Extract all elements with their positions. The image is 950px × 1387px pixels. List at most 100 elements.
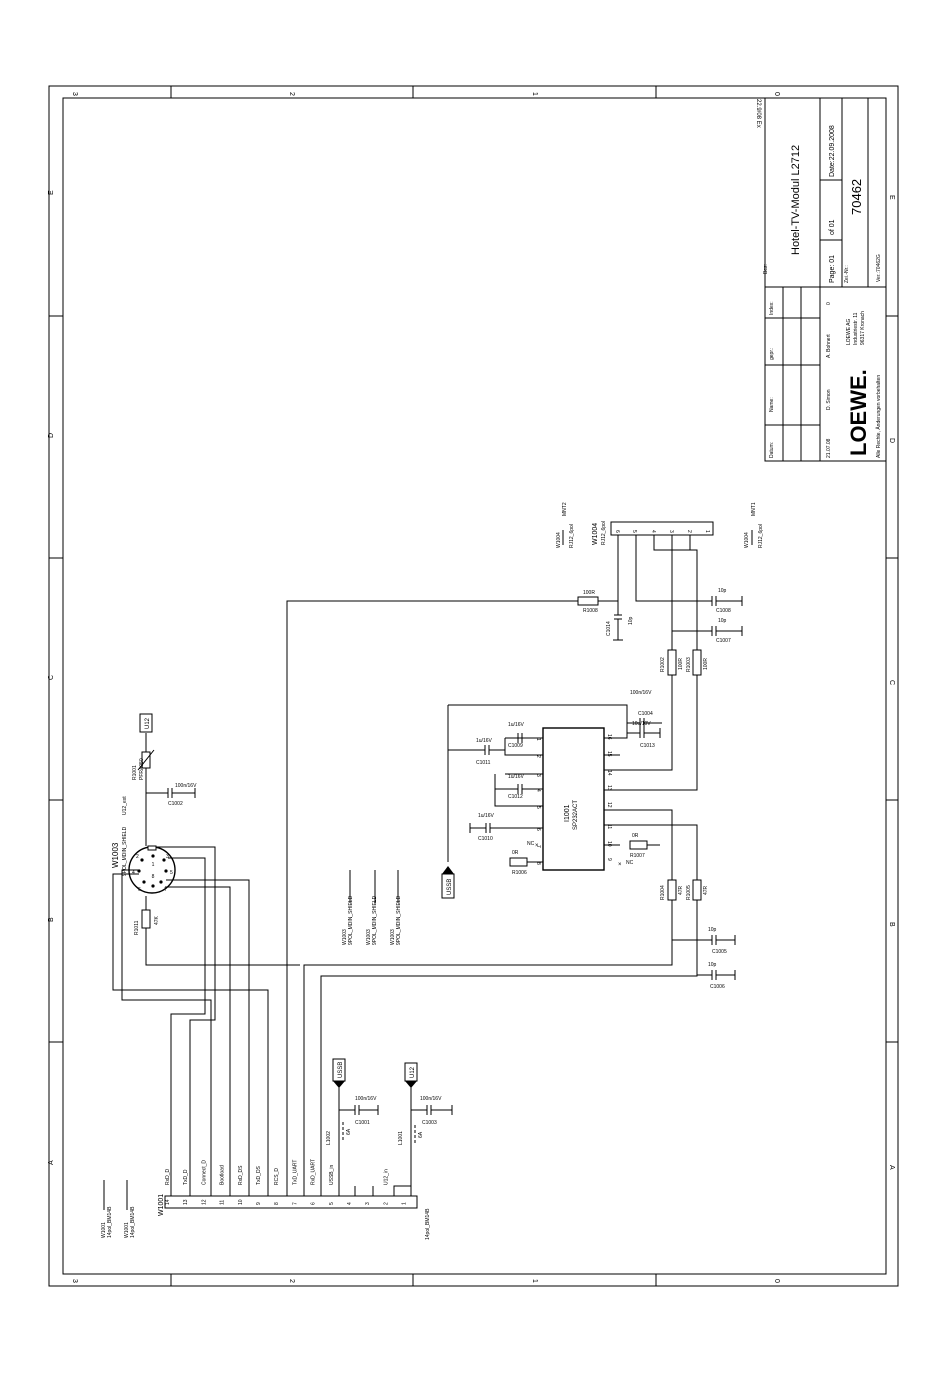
version: Ver.:70462G [876, 254, 882, 282]
r1005-value: 47R [703, 885, 709, 895]
company-city: 96317 Kronach [860, 311, 866, 345]
c1012-ref: C1012 [508, 794, 523, 800]
w1001-ref-1: W1001 [101, 1222, 107, 1238]
power-flags: U12 U12_ext USSB U12 USSB [122, 713, 455, 1088]
ic-pin-right: 16 [606, 734, 612, 740]
c1012-value: 1u/16V [508, 774, 525, 780]
l1001-ref: L1001 [398, 1131, 404, 1145]
connector-w1001: W1001 14pol_BM14B 14RxD_D13TxD_D12Connec… [158, 1159, 431, 1240]
w1001-pin-label: Connect_D [201, 1160, 207, 1185]
w1001-pin-number: 14 [165, 1199, 171, 1205]
ic-part: SP232ACT [573, 800, 579, 830]
drawing-number: 70462 [849, 179, 864, 215]
col-label: 1 [531, 92, 538, 96]
row-label: A [888, 1165, 895, 1170]
ic-pin-left: 6 [535, 828, 541, 831]
r1001-ref: R1001 [132, 765, 138, 780]
w1001-ref: W1001 [158, 1194, 165, 1216]
ic-pin-left: 8 [535, 862, 541, 865]
r1004-value: 47R [678, 885, 684, 895]
c1006-value: 10p [708, 962, 717, 968]
loewe-logo: LOEWE. [846, 369, 871, 456]
c1007-value: 10p [718, 618, 727, 624]
row-label: D [888, 438, 895, 443]
r1006-value: 0R [512, 850, 519, 856]
c1014-value: 10p [628, 616, 634, 625]
row-label: E [888, 195, 895, 200]
w1004-pin: 4 [650, 530, 656, 533]
w1003-ref-c: W1003 [390, 929, 396, 945]
u12-flag-top: U12 [145, 717, 151, 729]
c1009-ref: C1009 [508, 743, 523, 749]
w1001-pin-number: 8 [274, 1202, 280, 1205]
w1004-type: RJ12_6pol [601, 521, 607, 545]
row-label: B [888, 922, 895, 927]
w1001-ref-symbols: W1001 14pol_BM14B W1001 14pol_BM14B [101, 1180, 136, 1238]
c1003-value: 100n/16V [420, 1096, 442, 1102]
w1003-ref-a: W1003 [342, 929, 348, 945]
l1002-value: 6A [346, 1128, 352, 1135]
nc-x: × [618, 862, 622, 868]
w1001-pin-number: 4 [347, 1202, 353, 1205]
r1011-ref: R1011 [134, 920, 140, 935]
wires [112, 535, 712, 1196]
r1007-ref: R1007 [630, 853, 645, 859]
passives: R1001 PFRA050 100n/16V C1002 R1011 47K L… [132, 588, 743, 1145]
w1001-pin-label: USSB_in [329, 1164, 335, 1185]
r1005-ref: R1005 [686, 885, 692, 900]
ic-pin-right: 11 [606, 824, 612, 829]
w1001-pin-label: RxD_D [165, 1168, 171, 1185]
row-label: B [48, 917, 55, 922]
w1001-pin-label: TxD_D [183, 1169, 189, 1185]
w1001-pin-number: 3 [365, 1202, 371, 1205]
w1004-ref-symbols: W1004 MNT2 RJ12_6pol W1004 MNT1 RJ12_6po… [556, 502, 764, 548]
w1004-mnt1-type: RJ12_6pol [758, 524, 764, 548]
nc-marker: NC [626, 860, 634, 866]
l1001-value: 6A [418, 1131, 424, 1138]
w1003-ref-symbols: W1003 9POL_MDIN_SHIELD W1003 9POL_MDIN_S… [342, 870, 402, 945]
index-value: 0 [826, 302, 832, 305]
c1011-ref: C1011 [476, 760, 491, 766]
c1001-value: 100n/16V [355, 1096, 377, 1102]
c1002-value: 100n/16V [175, 783, 197, 789]
title-block [764, 97, 887, 462]
c1005-value: 10p [708, 927, 717, 933]
w1003-pin: 7 [164, 887, 167, 893]
w1004-pin: 1 [704, 530, 710, 533]
c1004-value: 100n/16V [630, 690, 652, 696]
ic-pin-left: 5 [535, 806, 541, 809]
r1001-value: PFRA050 [139, 758, 145, 780]
w1004-mnt2-type: RJ12_6pol [569, 524, 575, 548]
w1003-ref-a-type: 9POL_MDIN_SHIELD [348, 895, 354, 945]
u12-flag: U12 [410, 1066, 416, 1078]
c1008-ref: C1008 [716, 608, 731, 614]
row-label: E [48, 190, 55, 195]
r1003-ref: R1003 [686, 657, 692, 672]
ic-ref: I1001 [564, 804, 571, 822]
ic-pin-right: 9 [606, 858, 612, 861]
w1001-pin-number: 2 [383, 1202, 389, 1205]
w1001-pin-label: RCS_D [274, 1168, 280, 1185]
w1003-pin: 4 [132, 870, 135, 876]
c1005-ref: C1005 [712, 949, 727, 955]
w1004-mnt1: MNT1 [751, 502, 757, 516]
col-label: 2 [288, 92, 295, 96]
w1001-pin-group: 14RxD_D13TxD_D12Connect_D11Bootload10RxD… [165, 1159, 408, 1205]
c1014-ref: C1014 [606, 621, 612, 636]
ic-pin-left: 1 [535, 738, 541, 741]
w1003-pin: 8 [152, 874, 155, 880]
c1013-value: 10u/10V [632, 721, 651, 727]
r1008-value: 100R [583, 590, 595, 596]
sheet-date: Date:22.09.2008 [829, 125, 836, 177]
nc-marker: NC [527, 841, 535, 847]
w1001-pin-number: 6 [311, 1202, 317, 1205]
r1003-value: 100R [703, 658, 709, 670]
r1002-ref: R1002 [660, 657, 666, 672]
w1001-pin-number: 1 [402, 1202, 408, 1205]
col-label: 0 [773, 92, 780, 96]
ic-pin-left: 2 [535, 755, 541, 758]
c1011-value: 1u/16V [476, 738, 493, 744]
